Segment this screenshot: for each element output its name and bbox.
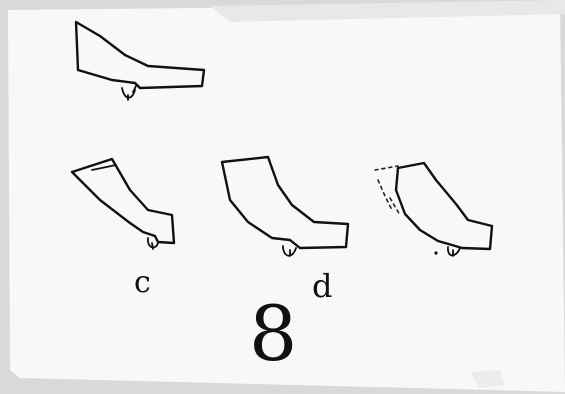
sketch-label-c: c [134, 268, 151, 298]
figure-number: 8 [249, 296, 297, 372]
sketch-label-d: d [312, 270, 332, 302]
